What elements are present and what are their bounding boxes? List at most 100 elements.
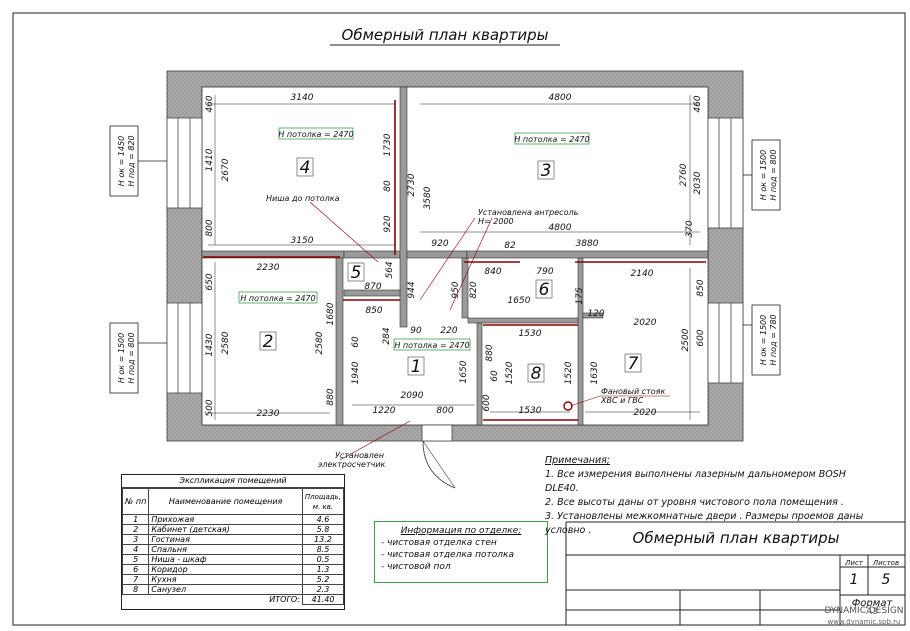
stamp-sheet-value: 1 — [850, 572, 859, 588]
explication-cell-name: Спальня — [148, 544, 303, 555]
dim-v880b: 880 — [485, 344, 495, 361]
explication-cell-num: 2 — [121, 524, 150, 535]
dim-800: 800 — [436, 406, 453, 416]
dim-v820: 820 — [469, 281, 479, 298]
dim-840: 840 — [484, 267, 501, 277]
explication-cell-area: 13.2 — [301, 534, 345, 545]
dim-2020-top: 2020 — [634, 318, 657, 328]
notes-heading: Примечания; — [545, 455, 611, 466]
annotation-mezzanine-1: Установлена антресоль — [478, 208, 579, 217]
sheet-frame — [12, 12, 906, 626]
dim-v600: 600 — [482, 394, 492, 411]
dim-1530-top: 1530 — [519, 329, 542, 339]
window-height-tr-1: Н ок = 1500 — [759, 150, 768, 200]
notes-line: 1. Все измерения выполнены лазерным даль… — [545, 469, 846, 494]
notes-line: 3. Установлены межкомнатные двери . Разм… — [545, 511, 864, 522]
dim-4800-top: 4800 — [549, 93, 572, 103]
dim-v1520a: 1520 — [505, 361, 515, 384]
dim-v1410: 1410 — [205, 148, 215, 171]
dim-90: 90 — [410, 326, 422, 336]
dim-v1650: 1650 — [459, 360, 469, 383]
dim-v2730: 2730 — [407, 173, 417, 196]
dim-v1940: 1940 — [351, 361, 361, 384]
window-height-mr-1: Н ок = 1500 — [759, 315, 768, 365]
explication-header-name: Наименование помещения — [148, 488, 303, 515]
explication-cell-name: Коридор — [148, 564, 303, 575]
explication-cell-num: 8 — [121, 584, 150, 595]
dimension-lines — [208, 95, 700, 420]
room-6-number: 6 — [539, 280, 550, 300]
annotation-riser-1: Фановый стояк — [601, 387, 665, 396]
dim-v2500: 2500 — [681, 328, 691, 351]
title-block — [565, 521, 905, 625]
dim-v850r: 850 — [696, 279, 706, 296]
dim-2140: 2140 — [631, 269, 654, 279]
annotation-meter-2: электросчетчик — [318, 460, 386, 469]
dim-3150: 3150 — [291, 236, 314, 246]
finish-info-item: - чистовой пол — [381, 562, 451, 572]
finish-info-item: - чистовая отделка потолка — [381, 550, 514, 560]
explication-cell-area: 4.6 — [301, 514, 345, 525]
dim-850: 850 — [365, 306, 382, 316]
room-4-number: 4 — [300, 158, 311, 178]
stamp-title: Обмерный план квартиры — [632, 529, 840, 547]
dim-v2580b: 2580 — [315, 331, 325, 354]
window-height-tr-2: Н под = 800 — [769, 149, 778, 200]
window-height-ml-2: Н под = 800 — [127, 332, 136, 383]
dim-1530-bottom: 1530 — [519, 406, 542, 416]
dim-920: 920 — [431, 239, 448, 249]
watermark-url: www.dynamic.spb.ru — [828, 618, 901, 626]
dim-v80: 80 — [383, 180, 393, 192]
dim-3880: 3880 — [576, 239, 599, 249]
explication-cell-name: Кухня — [148, 574, 303, 585]
annotation-riser-2: ХВС и ГВС — [600, 396, 644, 405]
dim-v1630: 1630 — [590, 361, 600, 384]
dim-v650: 650 — [205, 273, 215, 290]
stamp-sheet-label: Лист — [844, 559, 864, 567]
room-7-number: 7 — [628, 354, 639, 374]
dim-220: 220 — [440, 326, 457, 336]
explication-cell-area: 5.2 — [301, 574, 345, 585]
explication-total-label: ИТОГО: — [269, 595, 300, 605]
explication-cell-name: Гостиная — [148, 534, 303, 545]
dim-1220: 1220 — [373, 406, 396, 416]
dim-v2760: 2760 — [679, 163, 689, 186]
dim-v800l: 800 — [205, 219, 215, 236]
explication-cell-area: 1.3 — [301, 564, 345, 575]
riser-icon — [563, 401, 573, 411]
dim-v284: 284 — [382, 327, 392, 344]
entrance-door-swing — [422, 440, 456, 489]
annotation-meter-1: Установлен — [335, 451, 384, 460]
explication-header-area: Площадь, м. кв. — [301, 488, 345, 515]
dim-v950: 950 — [451, 281, 461, 298]
room-5-number: 5 — [351, 263, 362, 283]
explication-cell-name: Санузел — [148, 584, 303, 595]
stamp-format-value: A3 — [866, 607, 878, 617]
dim-v880a: 880 — [326, 388, 336, 405]
annotation-niche: Ниша до потолка — [266, 194, 340, 203]
wall-outlines — [203, 100, 706, 421]
stamp-sheets-label: Листов — [872, 559, 899, 567]
dim-v500: 500 — [205, 399, 215, 416]
annotation-mezzanine-2: Н= 2000 — [478, 217, 514, 226]
explication-cell-name: Кабинет (детская) — [148, 524, 303, 535]
window-height-mr-2: Н под = 780 — [769, 314, 778, 365]
finish-info-box: Информация по отделке; - чистовая отделк… — [374, 521, 548, 583]
explication-cell-area: 8.5 — [301, 544, 345, 555]
dim-2090: 2090 — [401, 391, 424, 401]
dim-v2030: 2030 — [693, 171, 703, 194]
explication-total-value: 41.40 — [301, 594, 345, 605]
dim-1650: 1650 — [508, 296, 531, 306]
dim-v3580: 3580 — [423, 186, 433, 209]
explication-cell-num: 3 — [121, 534, 150, 545]
notes-line: 2. Все высоты даны от уровня чистового п… — [545, 497, 844, 508]
dim-2230-bottom: 2230 — [257, 409, 280, 419]
explication-cell-name: Ниша - шкаф — [148, 554, 303, 565]
explication-header-num: № пп — [121, 488, 150, 515]
